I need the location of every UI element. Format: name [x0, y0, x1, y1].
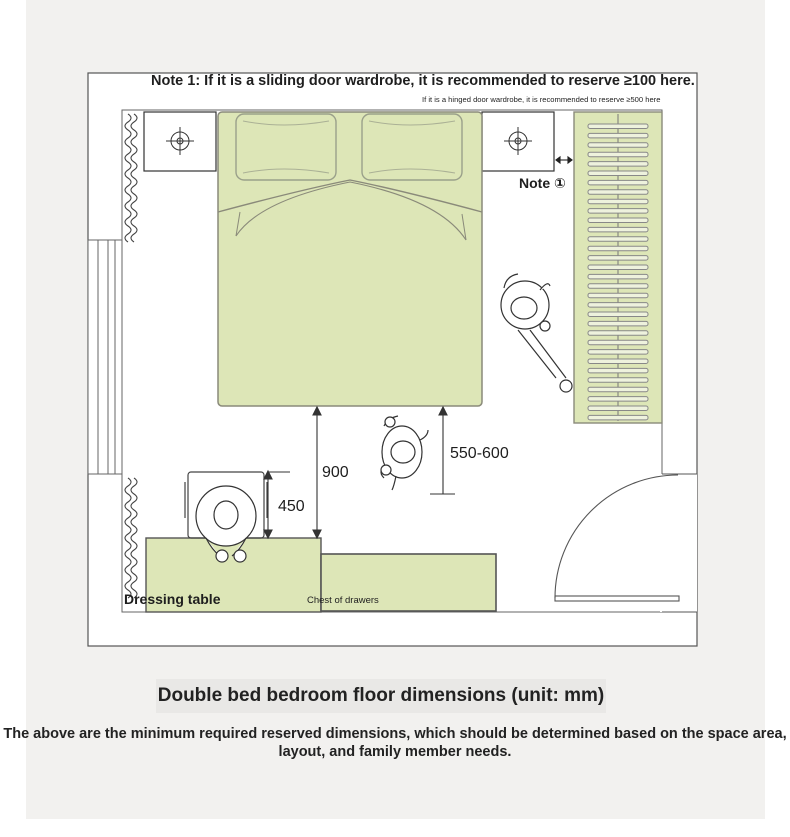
caption-box: Double bed bedroom floor dimensions (uni…: [156, 679, 606, 713]
dressing-table-label: Dressing table: [124, 591, 221, 607]
curtain-top: [124, 113, 138, 243]
wardrobe-hanger: [587, 414, 649, 421]
wardrobe-hanger: [587, 189, 649, 195]
wardrobe-hanger: [587, 198, 649, 205]
nightstand-left: [143, 111, 217, 172]
wardrobe-hanger: [587, 226, 649, 233]
curtain-bottom: [124, 477, 138, 599]
wardrobe-hanger: [587, 302, 649, 308]
wardrobe-hanger: [587, 320, 649, 327]
wardrobe-hanger: [587, 217, 649, 223]
wardrobe-hanger: [587, 358, 649, 364]
wardrobe-hanger: [587, 208, 649, 214]
dimension-900: [312, 405, 322, 540]
wardrobe-hanger: [587, 255, 649, 261]
chest-of-drawers: [320, 553, 497, 612]
wardrobe-hanger: [587, 367, 649, 374]
door: [554, 473, 697, 613]
wardrobe-hanger: [587, 405, 649, 411]
wardrobe-hanger: [587, 377, 649, 383]
person-seated: [195, 485, 257, 563]
wardrobe-hanger: [587, 273, 649, 280]
wardrobe-hanger: [587, 330, 649, 336]
gap-marker: [555, 155, 573, 165]
wardrobe-hanger: [587, 123, 649, 129]
caption-subtitle: The above are the minimum required reser…: [3, 726, 787, 760]
dimension-550-600-label: 550-600: [450, 445, 509, 462]
caption-title: Double bed bedroom floor dimensions (uni…: [157, 685, 605, 706]
wardrobe-hanger: [587, 161, 649, 167]
person-at-wardrobe: [500, 273, 573, 393]
wardrobe-hanger: [587, 151, 649, 158]
wardrobe-hanger: [587, 236, 649, 242]
wardrobe-hanger: [587, 339, 649, 346]
wardrobe: [573, 111, 663, 424]
dimension-900-label: 900: [322, 464, 349, 481]
note-sliding-door: Note 1: If it is a sliding door wardrobe…: [151, 73, 695, 89]
wardrobe-hanger: [587, 245, 649, 252]
wardrobe-hanger: [587, 283, 649, 289]
wardrobe-hanger: [587, 396, 649, 402]
person-standing-center: [380, 415, 429, 491]
wardrobe-hanger: [587, 349, 649, 355]
chest-of-drawers-label: Chest of drawers: [307, 595, 379, 606]
dimension-550-600: [430, 405, 455, 495]
wardrobe-hanger: [587, 132, 649, 139]
dimension-450: [263, 469, 290, 540]
note-reference-label: Note ①: [519, 175, 566, 191]
double-bed: [217, 111, 483, 407]
wardrobe-hanger: [587, 386, 649, 393]
window: [87, 239, 123, 475]
wardrobe-hanger: [587, 311, 649, 317]
note-hinged-door: If it is a hinged door wardrobe, it is r…: [422, 95, 661, 104]
wardrobe-hanger: [587, 179, 649, 186]
wardrobe-hanger: [587, 292, 649, 299]
wardrobe-hanger: [587, 142, 649, 148]
dimension-450-label: 450: [278, 498, 305, 515]
nightstand-right: [481, 111, 555, 172]
dressing-table: [145, 537, 322, 613]
wardrobe-hanger: [587, 264, 649, 270]
wardrobe-hanger: [587, 170, 649, 176]
